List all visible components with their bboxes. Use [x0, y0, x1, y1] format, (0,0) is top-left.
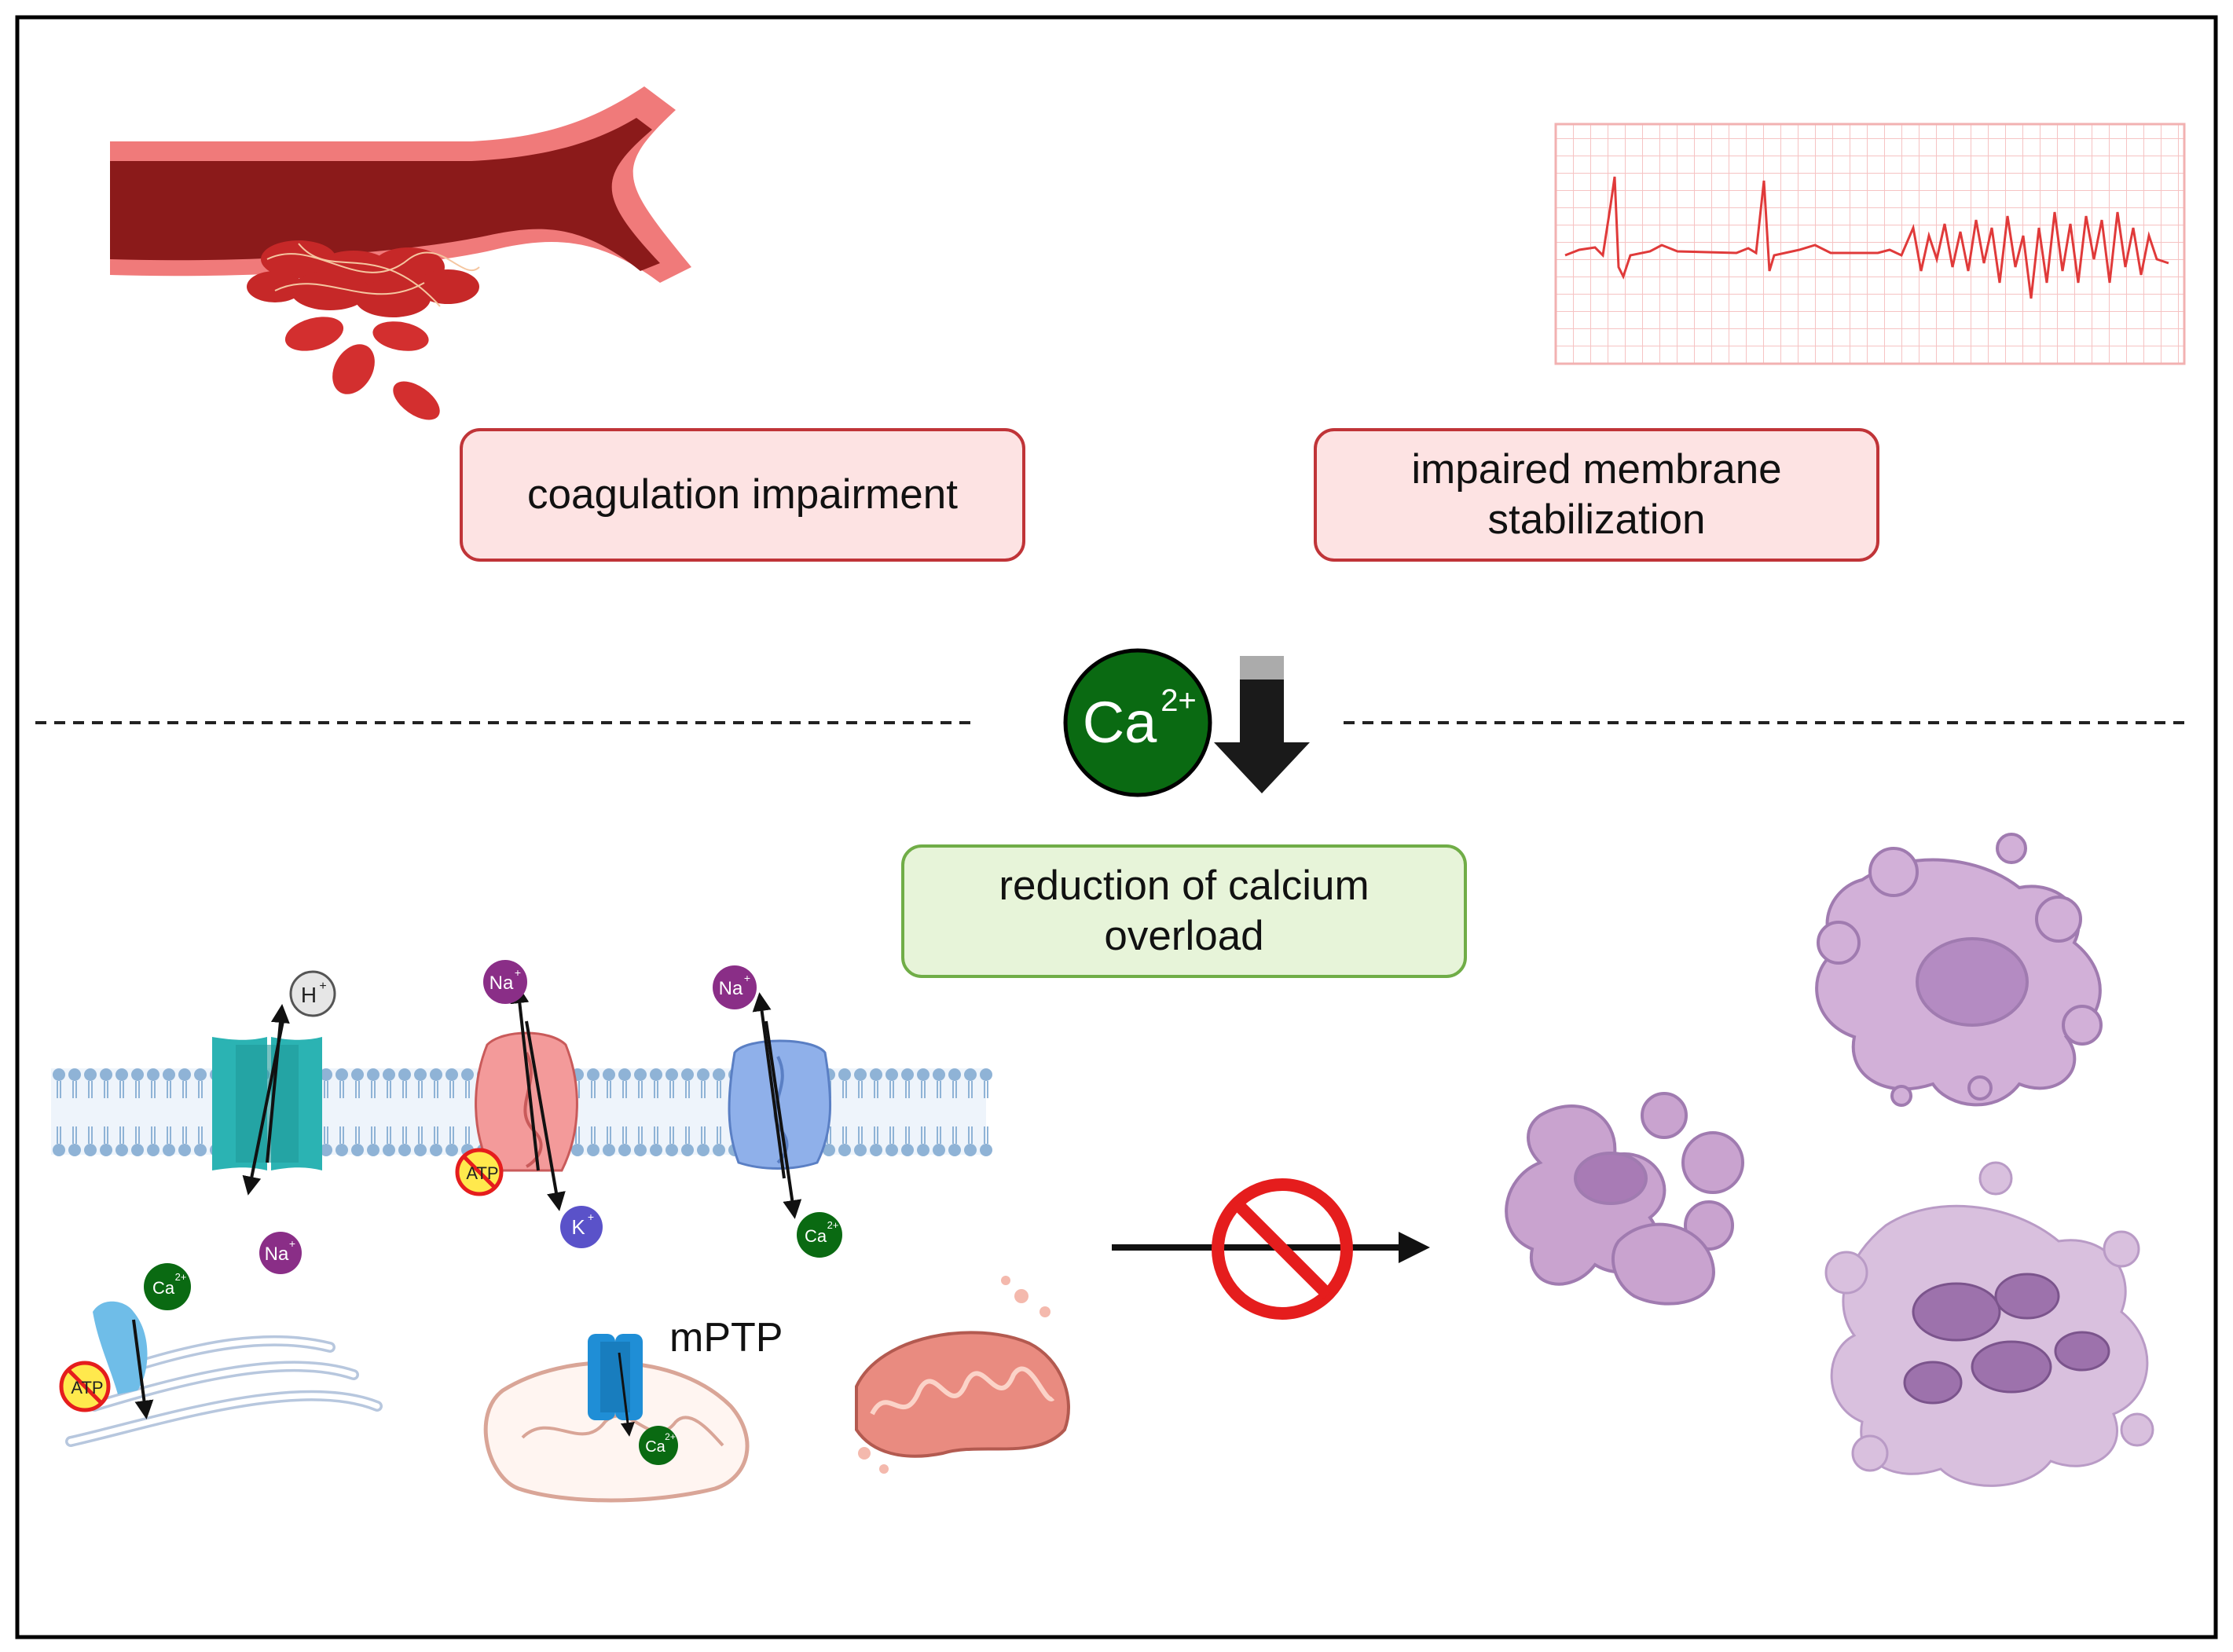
sodium-ion-lower: Na + [259, 1232, 302, 1274]
coagulation-impairment-text: coagulation impairment [527, 471, 958, 518]
reduction-calcium-overload-text: reduction of calcium overload [999, 863, 1370, 959]
svg-text:Na: Na [719, 978, 743, 999]
mitochondrion-mptp-icon [483, 1334, 750, 1503]
sodium-hydrogen-exchanger [212, 1004, 322, 1196]
hydrogen-ion: H + [289, 970, 336, 1017]
svg-text:ATP: ATP [71, 1378, 103, 1397]
outer-frame [15, 15, 2218, 1639]
svg-text:Ca: Ca [152, 1278, 175, 1298]
calcium-ion-mito: Ca 2+ [639, 1426, 678, 1465]
prohibition-icon [1212, 1178, 1353, 1320]
sodium-ion-upper-ncx: Na + [713, 965, 757, 1009]
calcium-ion-er: Ca 2+ [144, 1263, 191, 1310]
svg-text:+: + [289, 1237, 295, 1250]
svg-text:Ca: Ca [645, 1438, 666, 1456]
svg-text:+: + [744, 972, 750, 984]
svg-text:H: H [301, 983, 317, 1007]
calcium-charge: 2+ [1160, 683, 1197, 718]
serca-pump-icon [93, 1301, 154, 1419]
svg-text:K: K [571, 1215, 585, 1239]
svg-text:Ca: Ca [805, 1226, 827, 1246]
sodium-calcium-exchanger [728, 992, 832, 1219]
coagulation-impairment-box: coagulation impairment [460, 428, 1025, 562]
svg-text:+: + [515, 966, 521, 979]
atp-blocked-icon-pump: ATP [455, 1148, 504, 1196]
down-arrow-icon [1214, 656, 1310, 793]
svg-text:Na: Na [490, 973, 514, 994]
apoptotic-cell-icon [1505, 1092, 1744, 1306]
reduction-calcium-overload-box: reduction of calcium overload [901, 844, 1467, 978]
necrotic-cell-lower-icon [1824, 1161, 2154, 1487]
impaired-membrane-stabilization-text: impaired membrane stabilization [1411, 446, 1782, 543]
potassium-ion: K + [560, 1206, 603, 1248]
damaged-mitochondrion-icon [855, 1276, 1070, 1474]
ecg-strip-icon [1554, 123, 2186, 365]
mptp-label: mPTP [669, 1315, 783, 1361]
atp-blocked-icon-er: ATP [59, 1361, 111, 1412]
endoplasmic-reticulum-icon [65, 1335, 383, 1447]
svg-text:+: + [319, 980, 326, 993]
svg-text:+: + [588, 1211, 594, 1223]
calcium-ion-badge: Ca 2+ [1063, 648, 1212, 797]
calcium-label: Ca [1083, 690, 1157, 755]
svg-text:2+: 2+ [175, 1271, 187, 1283]
svg-text:2+: 2+ [665, 1431, 676, 1442]
svg-text:Na: Na [265, 1244, 289, 1265]
sodium-potassium-pump [475, 984, 578, 1211]
blood-vessel-clot-icon [110, 86, 691, 420]
svg-text:ATP: ATP [466, 1163, 498, 1183]
impaired-membrane-stabilization-box: impaired membrane stabilization [1314, 428, 1879, 562]
svg-text:2+: 2+ [827, 1219, 839, 1231]
sodium-ion-upper-pump: Na + [483, 960, 527, 1004]
calcium-ion-ncx: Ca 2+ [797, 1212, 842, 1258]
necrotic-cell-upper-icon [1815, 833, 2103, 1107]
